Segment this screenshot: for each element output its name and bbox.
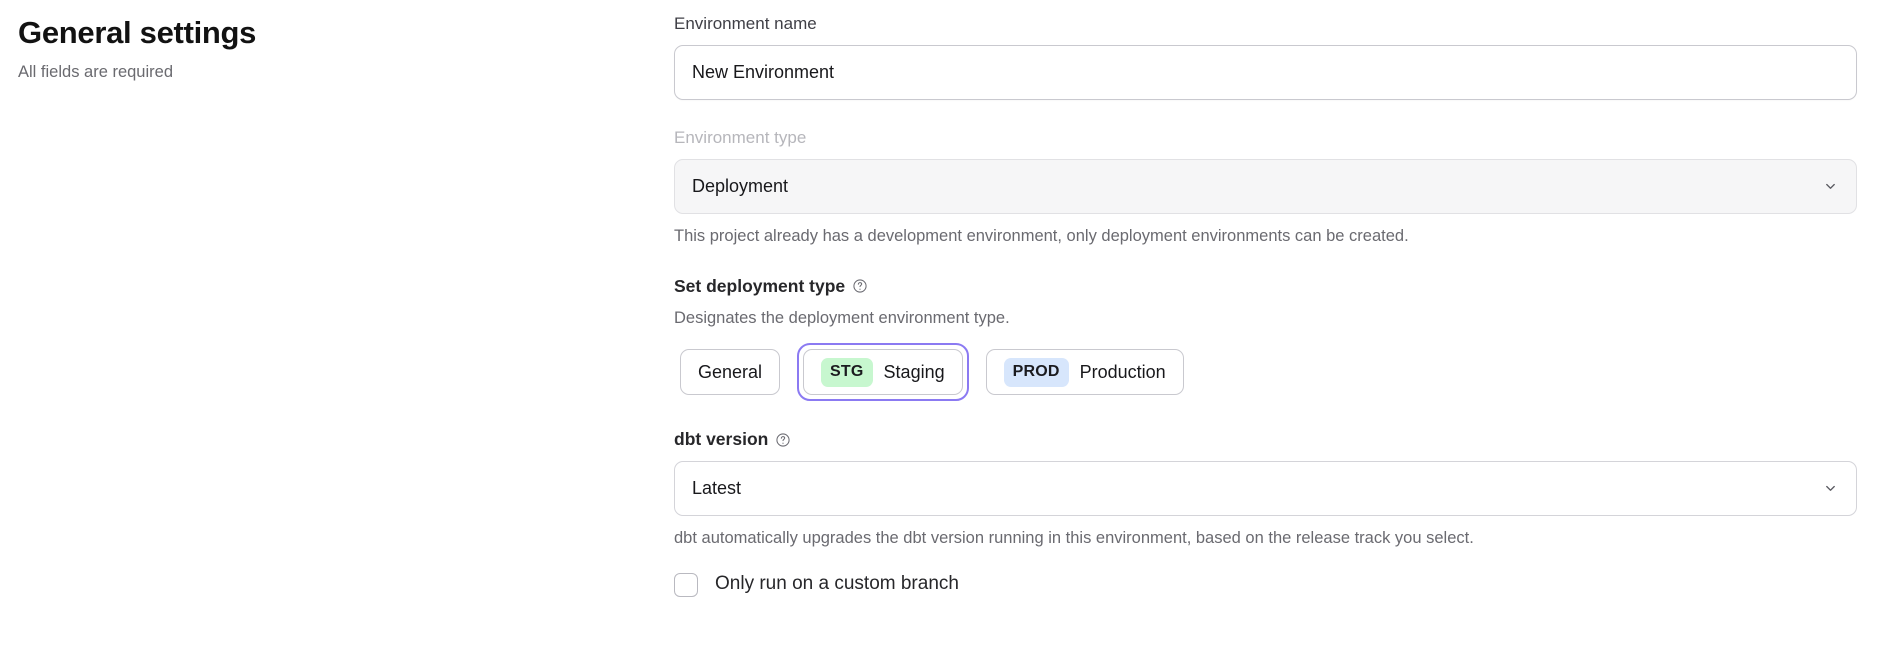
staging-badge: STG: [821, 357, 873, 387]
deployment-option-production-wrap: PROD Production: [980, 343, 1190, 401]
environment-type-select[interactable]: Deployment: [674, 158, 1857, 214]
custom-branch-checkbox[interactable]: [674, 572, 698, 597]
chevron-down-icon: [1823, 481, 1838, 496]
environment-name-label: Environment name: [674, 14, 817, 33]
production-badge: PROD: [1003, 357, 1069, 387]
deployment-option-production[interactable]: PROD Production: [985, 349, 1184, 396]
deployment-type-field: Set deployment type Designates the deplo…: [674, 274, 1857, 402]
deployment-type-description: Designates the deployment environment ty…: [674, 309, 1010, 328]
custom-branch-label[interactable]: Only run on a custom branch: [715, 573, 959, 595]
deployment-type-options: General STG Staging PROD Production: [674, 343, 1857, 402]
environment-name-input[interactable]: [674, 44, 1857, 100]
dbt-version-field: dbt version Latest dbt automatically upg…: [674, 427, 1857, 550]
deployment-option-general-label: General: [698, 361, 763, 382]
environment-type-hint: This project already has a development e…: [674, 226, 1409, 245]
dbt-version-select[interactable]: Latest: [674, 460, 1857, 516]
page-title: General settings: [18, 15, 257, 50]
deployment-option-general-wrap: General: [674, 343, 786, 401]
deployment-option-staging[interactable]: STG Staging: [803, 349, 963, 396]
environment-type-value: Deployment: [692, 175, 789, 196]
dbt-version-value: Latest: [692, 477, 742, 498]
deployment-option-production-label: Production: [1079, 361, 1166, 382]
chevron-down-icon: [1823, 179, 1838, 194]
environment-type-field: Environment type Deployment This project…: [674, 126, 1857, 248]
help-circle-icon[interactable]: [852, 278, 868, 294]
dbt-version-hint: dbt automatically upgrades the dbt versi…: [674, 528, 1474, 547]
environment-type-label: Environment type: [674, 127, 807, 147]
dbt-version-label: dbt version: [674, 427, 1857, 452]
environment-name-field: Environment name: [674, 12, 1857, 100]
settings-header: General settings All fields are required: [18, 14, 618, 83]
custom-branch-row: Only run on a custom branch: [674, 572, 1857, 597]
deployment-type-label: Set deployment type: [674, 274, 1857, 299]
deployment-option-staging-wrap: STG Staging: [797, 343, 969, 402]
help-circle-icon[interactable]: [775, 432, 791, 448]
page-subtitle: All fields are required: [18, 62, 173, 81]
dbt-version-label-text: dbt version: [674, 429, 769, 450]
deployment-option-staging-label: Staging: [883, 361, 945, 382]
settings-form: Environment name Environment type Deploy…: [674, 12, 1857, 597]
deployment-type-label-text: Set deployment type: [674, 275, 846, 296]
deployment-option-general[interactable]: General: [680, 349, 781, 396]
